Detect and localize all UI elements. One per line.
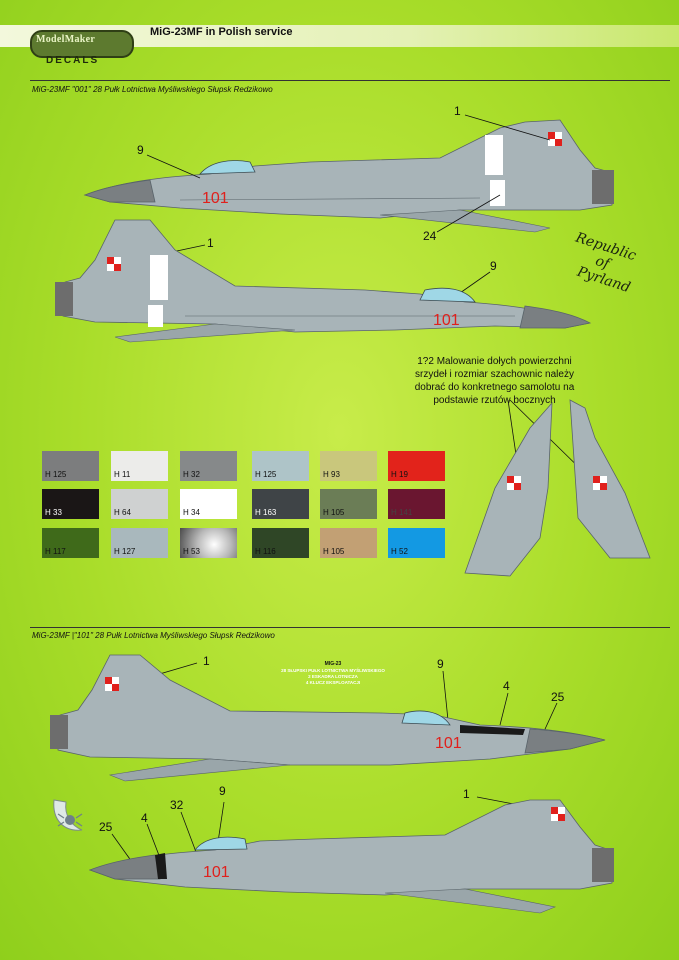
- unit-stencil: MIG-23 28 SŁUPSKI PUŁK LOTNICTWA MYŚLIWS…: [258, 661, 408, 686]
- white-band: [150, 255, 168, 300]
- section-caption-top: MiG-23MF "001" 28 Pułk Lotnictwa Myśliws…: [32, 85, 273, 94]
- paint-swatch: H 52: [388, 528, 445, 558]
- callout-4: 4: [503, 679, 510, 693]
- polish-checkerboard-insignia: [507, 476, 521, 490]
- exhaust-nozzle: [55, 282, 73, 316]
- paint-code-label: H 11: [114, 470, 131, 479]
- paint-swatch: H 127: [111, 528, 168, 558]
- polish-checkerboard-insignia: [548, 132, 562, 146]
- paint-swatch: H 64: [111, 489, 168, 519]
- stencil-title: MIG-23: [324, 661, 342, 667]
- white-band: [148, 305, 163, 327]
- paint-code-label: H 93: [323, 470, 340, 479]
- polish-checkerboard-insignia: [551, 807, 565, 821]
- paint-code-label: H 34: [183, 508, 200, 517]
- callout-25: 25: [551, 690, 565, 704]
- logo-sub-text: DECALS: [46, 55, 100, 66]
- section-divider: [30, 80, 670, 81]
- aircraft-side-view-left: 101: [88, 799, 614, 914]
- page-title: MiG-23MF in Polish service: [150, 26, 293, 38]
- paint-swatch: H 163: [252, 489, 309, 519]
- callout-9: 9: [490, 259, 497, 273]
- logo-main-text: ModelMaker: [36, 34, 96, 45]
- aircraft-side-view-right: 101: [55, 219, 592, 343]
- paint-swatch: H 105: [320, 528, 377, 558]
- callout-1: 1: [463, 787, 470, 801]
- aircraft-number: 101: [202, 190, 229, 207]
- paint-swatch: H 33: [42, 489, 99, 519]
- painting-note: 1?2 Malowanie dołych powierzchni srzydeł…: [414, 356, 575, 406]
- brand-logo: ModelMaker DECALS: [22, 22, 134, 66]
- paint-swatch: H 117: [42, 528, 99, 558]
- stencil-line: 4 KLUCZ EKSPLOATACJI: [305, 680, 361, 685]
- stencil-line: 28 SŁUPSKI PUŁK LOTNICTWA MYŚLIWSKIEGO: [281, 668, 385, 673]
- callout-9: 9: [437, 657, 444, 671]
- callout-9: 9: [219, 784, 226, 798]
- aircraft-number: 101: [433, 312, 460, 329]
- exhaust-nozzle: [592, 170, 614, 204]
- paint-swatch: H 11: [111, 451, 168, 481]
- paint-code-label: H 33: [45, 508, 62, 517]
- section-caption-bottom: MiG-23MF |"101" 28 Pułk Lotnictwa Myśliw…: [32, 631, 275, 640]
- white-band: [490, 180, 505, 206]
- exhaust-nozzle: [592, 848, 614, 882]
- white-band: [485, 135, 503, 175]
- exhaust-nozzle: [50, 715, 68, 749]
- paint-swatch: H 141: [388, 489, 445, 519]
- paint-code-label: H 19: [391, 470, 408, 479]
- section-divider: [30, 627, 670, 628]
- tail-fin-right: [569, 399, 651, 559]
- paint-swatch: H 34: [180, 489, 237, 519]
- paint-swatch: H 19: [388, 451, 445, 481]
- polish-checkerboard-insignia: [593, 476, 607, 490]
- callout-9: 9: [137, 143, 144, 157]
- paint-code-label: H 53: [183, 547, 200, 556]
- paint-swatch: H 93: [320, 451, 377, 481]
- callout-1: 1: [203, 654, 210, 668]
- callout-32: 32: [170, 798, 184, 812]
- paint-code-label: H 127: [114, 547, 136, 556]
- callout-1: 1: [207, 236, 214, 250]
- anti-glare-panel: [155, 853, 167, 879]
- callout-24: 24: [423, 229, 437, 243]
- paint-swatch: H 105: [320, 489, 377, 519]
- polish-checkerboard-insignia: [107, 257, 121, 271]
- tail-fin-views: [464, 399, 651, 577]
- crab-emblem-icon: [53, 799, 83, 831]
- anti-glare-panel: [460, 725, 525, 735]
- paint-code-label: H 64: [114, 508, 131, 517]
- paint-code-label: H 117: [45, 547, 66, 556]
- paint-code-label: H 116: [255, 547, 276, 556]
- paint-code-label: H 52: [391, 547, 408, 556]
- paint-swatch: H 53: [180, 528, 237, 558]
- paint-code-label: H 163: [255, 508, 277, 517]
- paint-code-label: H 125: [45, 470, 67, 479]
- paint-code-label: H 125: [255, 470, 277, 479]
- paint-swatch: H 125: [42, 451, 99, 481]
- aircraft-side-view-right: 101: [50, 654, 606, 782]
- paint-swatch: H 125: [252, 451, 309, 481]
- paint-code-label: H 32: [183, 470, 200, 479]
- paint-code-label: H 141: [391, 508, 413, 517]
- paint-swatch: H 116: [252, 528, 309, 558]
- paint-swatch: H 32: [180, 451, 237, 481]
- callout-4: 4: [141, 811, 148, 825]
- callout-1: 1: [454, 104, 461, 118]
- paint-code-label: H 105: [323, 508, 345, 517]
- paint-code-label: H 105: [323, 547, 345, 556]
- polish-checkerboard-insignia: [105, 677, 119, 691]
- stencil-line: 2 ESKADRA LOTNICZA: [308, 674, 358, 679]
- callout-25: 25: [99, 820, 113, 834]
- logo-plate: [30, 30, 134, 58]
- aircraft-side-view-left: 101: [83, 119, 614, 233]
- aircraft-number: 101: [435, 735, 462, 752]
- aircraft-number: 101: [203, 864, 230, 881]
- header-band: [0, 25, 679, 47]
